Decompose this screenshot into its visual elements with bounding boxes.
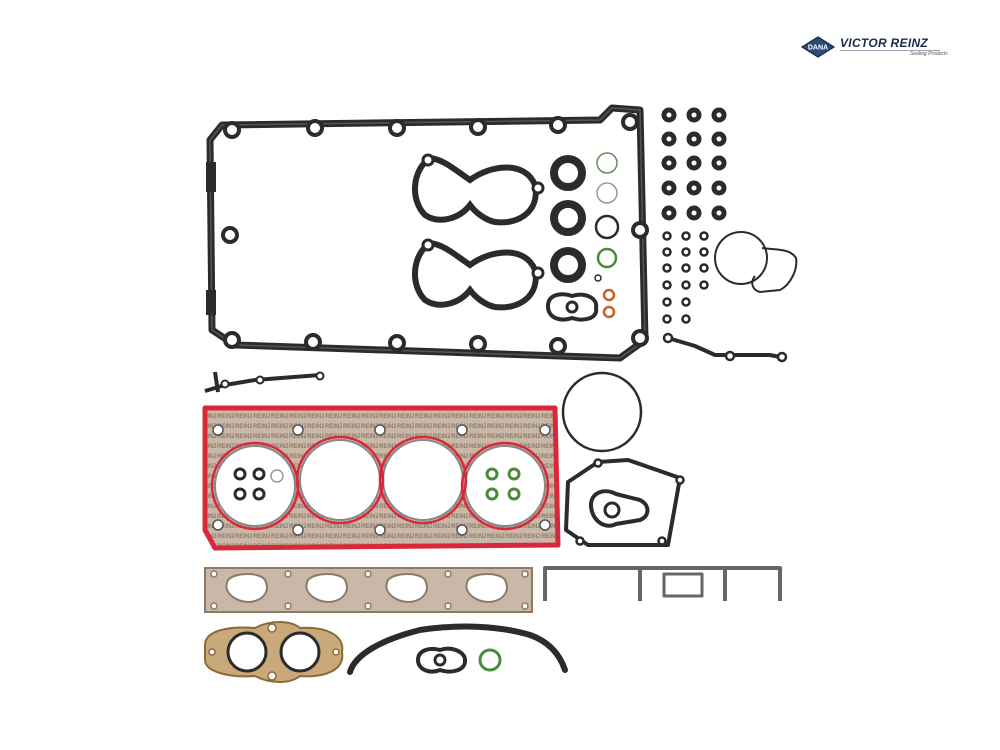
- valve-cover-gasket: [206, 104, 649, 362]
- o-rings-column: [594, 152, 620, 319]
- valve-stem-seals: [661, 107, 727, 221]
- dana-badge-icon: DANA: [800, 36, 836, 58]
- small-green-o-ring: [478, 648, 502, 672]
- timing-cover-strip-right: [662, 332, 788, 363]
- brand-tagline: Sealing Products: [910, 51, 948, 57]
- cover-strip-gasket: [543, 566, 782, 601]
- shaft-seals: [550, 155, 586, 283]
- water-pump-gasket: [564, 458, 685, 547]
- large-o-ring: [561, 371, 643, 453]
- brand-divider: [840, 50, 940, 51]
- small-flange-gasket: [545, 292, 599, 322]
- brand-logo: DANA VICTOR REINZ Sealing Products: [800, 34, 950, 60]
- thermostat-gasket: [714, 231, 798, 294]
- cylinder-head-gasket: [202, 405, 561, 551]
- intake-manifold-gasket: [204, 567, 533, 613]
- small-bottom-flange: [415, 646, 467, 674]
- small-washers: [662, 231, 709, 324]
- exhaust-manifold-gasket: [204, 621, 344, 683]
- curved-rubber-seal: [347, 623, 568, 675]
- dana-badge-text: DANA: [808, 45, 828, 52]
- timing-cover-strip-left: [204, 371, 325, 393]
- spark-plug-well-gaskets: [411, 153, 545, 311]
- brand-name: VICTOR REINZ: [840, 36, 929, 50]
